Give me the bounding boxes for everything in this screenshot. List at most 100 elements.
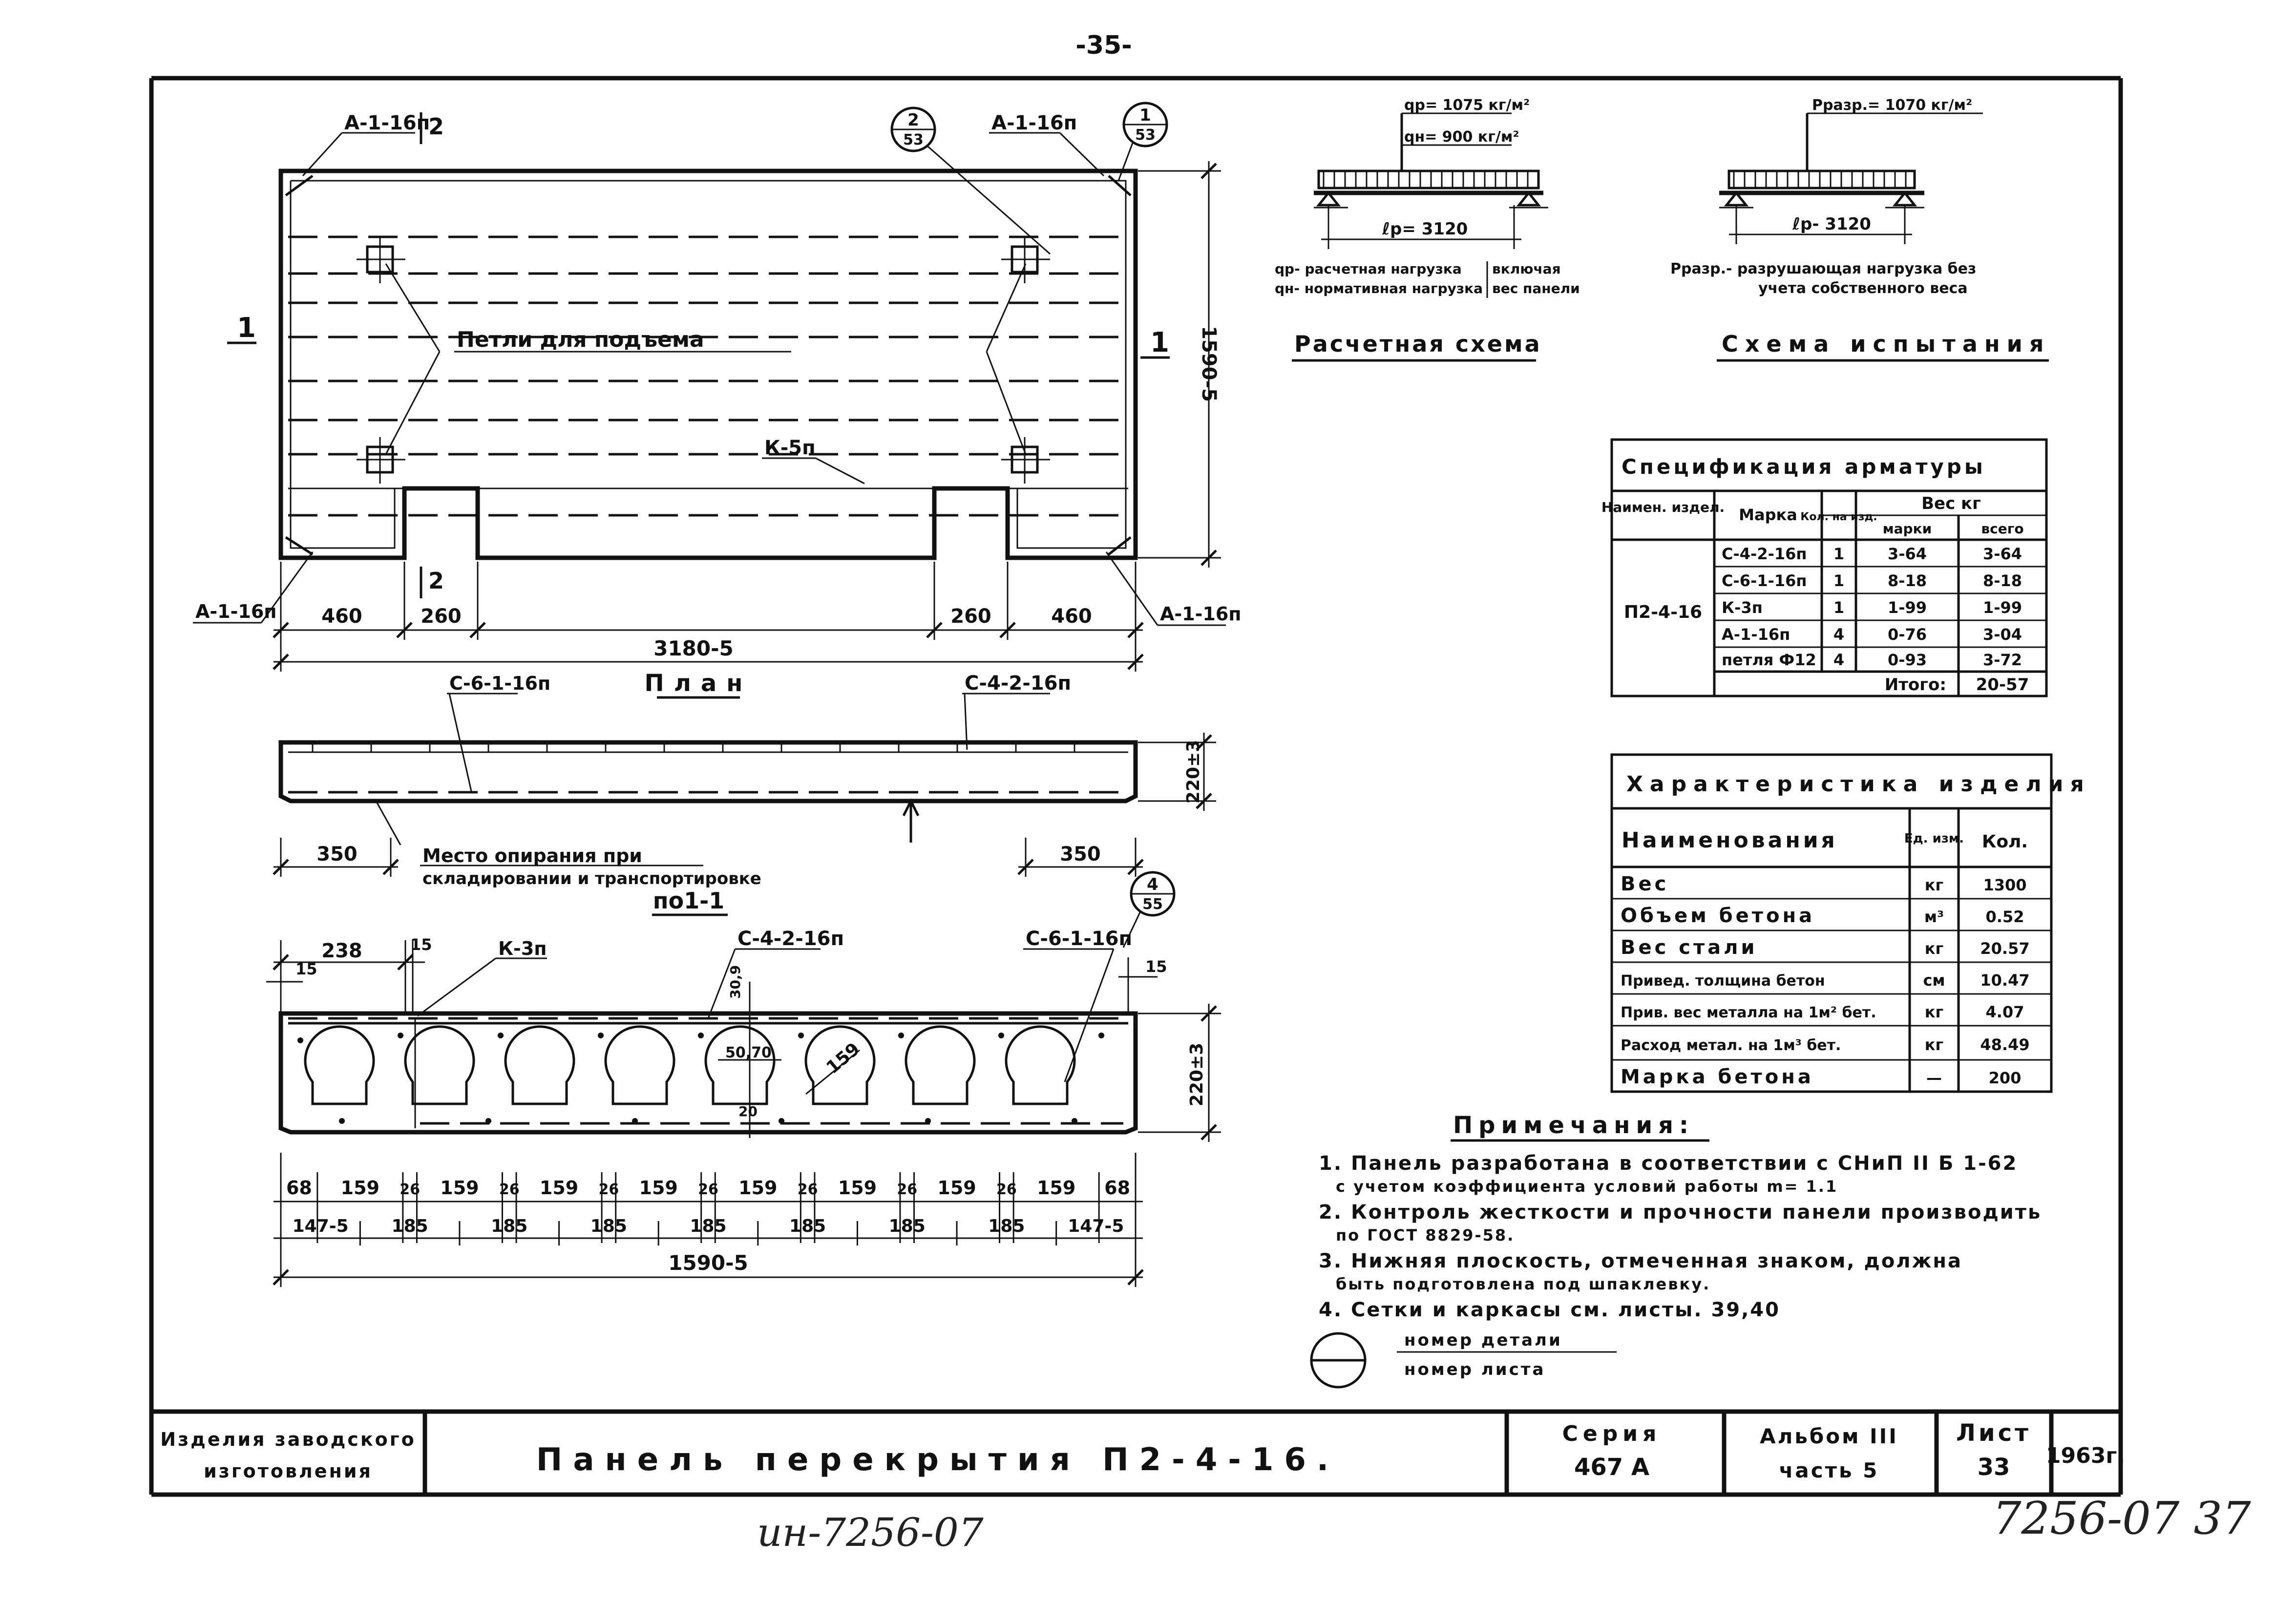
note-line: по ГОСТ 8829-58. <box>1336 1226 1515 1245</box>
spec-row-mark: К-3п <box>1722 598 1763 617</box>
dim-label: 185 <box>789 1216 826 1236</box>
plan-length-dim: 3180-5 <box>653 636 734 660</box>
spec-row-mark: С-4-2-16п <box>1722 545 1807 563</box>
plan-title: План <box>645 670 753 697</box>
chars-row-unit: м³ <box>1924 908 1944 926</box>
notes: Примечания: 1. Панель разработана в соот… <box>1310 1112 2040 1389</box>
void-icon <box>304 1025 1076 1105</box>
dim-label: 159 <box>440 1177 479 1199</box>
chars-row-unit: — <box>1926 1069 1942 1087</box>
side-label-c6: С-6-1-16п <box>449 673 550 694</box>
dim-350-left: 350 <box>316 843 358 865</box>
chars-row-value: 0.52 <box>1986 908 2024 926</box>
test-legend-2: учета собственного веса <box>1758 280 1968 297</box>
loops-label: Петли для подъема <box>457 327 704 352</box>
dim-label: 185 <box>392 1216 428 1236</box>
title-block: Изделия заводского изготовления Панель п… <box>151 1409 2125 1495</box>
part-label: часть 5 <box>1779 1458 1879 1482</box>
test-span: ℓр- 3120 <box>1792 214 1871 234</box>
spec-row-weight: 8-18 <box>1888 571 1927 590</box>
spec-h-w-mark: марки <box>1883 521 1932 537</box>
notes-title: Примечания: <box>1453 1112 1694 1139</box>
calc-legend-2: qн- нормативная нагрузка <box>1275 280 1483 296</box>
chars-title: Характеристика изделия <box>1626 772 2091 797</box>
spec-row-qty: 1 <box>1833 571 1844 590</box>
dim-460-left: 460 <box>321 605 362 628</box>
dim-label: 26 <box>599 1181 619 1198</box>
section-left: 1 <box>237 312 256 344</box>
dim-238: 238 <box>321 940 362 962</box>
dim-label: 26 <box>400 1181 420 1198</box>
spec-row-qty: 4 <box>1833 651 1844 669</box>
svg-text:4: 4 <box>1147 875 1159 894</box>
svg-text:55: 55 <box>1142 896 1163 913</box>
lifting-loop-icon <box>1001 437 1050 484</box>
calc-legend-1: qр- расчетная нагрузка <box>1275 261 1462 277</box>
spec-row-total: 3-64 <box>1983 545 2022 563</box>
series-label: Серия <box>1562 1421 1662 1446</box>
plan-view: Петли для подъема А-1-16п 2 2 53 А-1-16п… <box>193 102 1242 699</box>
spec-total-label: Итого: <box>1885 675 1946 695</box>
chars-h-qty: Кол. <box>1982 832 2028 852</box>
spec-row-qty: 1 <box>1833 545 1844 563</box>
spec-row-mark: петля Ф12 <box>1722 651 1816 669</box>
calc-legend-3: включая <box>1492 261 1561 277</box>
svg-text:1: 1 <box>1139 106 1151 125</box>
chars-row-name: Вес стали <box>1621 936 1757 959</box>
dim-label: 185 <box>590 1216 627 1236</box>
spec-title: Спецификация арматуры <box>1622 455 1986 479</box>
dim-15-top: 15 <box>410 935 432 954</box>
spec-row-weight: 3-64 <box>1888 545 1927 563</box>
sheet-label: Лист <box>1956 1419 2031 1447</box>
chars-row-value: 48.49 <box>1980 1035 2029 1054</box>
chars-row-name: Объем бетона <box>1621 905 1815 927</box>
dim-label: 185 <box>690 1216 726 1236</box>
spec-row-mark: А-1-16п <box>1722 625 1790 644</box>
title-left-1: Изделия заводского <box>160 1429 416 1450</box>
handwritten-right: 7256-07 37 <box>1993 1492 2251 1544</box>
dim-15-right: 15 <box>1145 957 1167 976</box>
page-number: -35- <box>1075 31 1132 60</box>
spec-row-total: 3-72 <box>1983 651 2022 669</box>
calc-legend-4: вес панели <box>1492 280 1580 296</box>
side-label-c4: С-4-2-16п <box>965 672 1071 695</box>
test-legend-1: Рразр.- разрушающая нагрузка без <box>1670 260 1976 277</box>
legend-detail-number: номер детали <box>1404 1330 1562 1350</box>
spec-h-name: Наимен. издел. <box>1601 499 1725 515</box>
note-line: 3. Нижняя плоскость, отмеченная знаком, … <box>1319 1250 1962 1272</box>
lifting-loop-icon <box>1001 237 1050 283</box>
dim-label: 159 <box>838 1177 877 1199</box>
dim-label: 26 <box>499 1181 520 1198</box>
side-view: С-6-1-16п С-4-2-16п 220±3 350 350 Место … <box>273 672 1216 888</box>
chars-row-name: Привед. толщина бетон <box>1621 972 1825 990</box>
chars-table: Характеристика изделия Наименования Ед. … <box>1610 753 2091 1093</box>
chars-row-unit: кг <box>1925 876 1943 894</box>
dim-260-left: 260 <box>421 605 462 628</box>
series-value: 467 А <box>1574 1454 1649 1481</box>
note-line: быть подготовлена под шпаклевку. <box>1336 1275 1710 1293</box>
spec-h-mark: Марка <box>1739 506 1797 524</box>
dim-label: 26 <box>897 1181 917 1198</box>
spec-row-qty: 4 <box>1833 625 1844 644</box>
dim-15-left: 15 <box>295 960 317 978</box>
dim-label: 159 <box>639 1177 678 1199</box>
spec-total-value: 20-57 <box>1976 675 2029 695</box>
dim-label: 68 <box>1104 1177 1130 1199</box>
spec-h-qty: Кол. на изд. <box>1800 511 1877 523</box>
section-label-c4: С-4-2-16п <box>737 928 844 950</box>
note-line: 1. Панель разработана в соответствии с С… <box>1319 1152 2018 1175</box>
spec-h-w-total: всего <box>1981 521 2023 537</box>
sheet-frame <box>149 76 2123 1497</box>
chars-row-unit: кг <box>1925 939 1943 958</box>
q-p-label: qр= 1075 кг/м² <box>1404 97 1530 114</box>
dim-159-void: 159 <box>822 1039 864 1078</box>
chars-row-value: 20.57 <box>1980 939 2029 958</box>
dim-label: 185 <box>988 1216 1025 1236</box>
chars-row-unit: кг <box>1925 1035 1943 1054</box>
dim-label: 159 <box>738 1177 777 1199</box>
dim-label: 159 <box>1037 1177 1075 1199</box>
dim-30-9: 30,9 <box>727 965 743 999</box>
chars-row-value: 200 <box>1989 1069 2022 1087</box>
chars-row-unit: см <box>1923 971 1945 990</box>
spec-h-weight: Вес кг <box>1921 494 1981 513</box>
